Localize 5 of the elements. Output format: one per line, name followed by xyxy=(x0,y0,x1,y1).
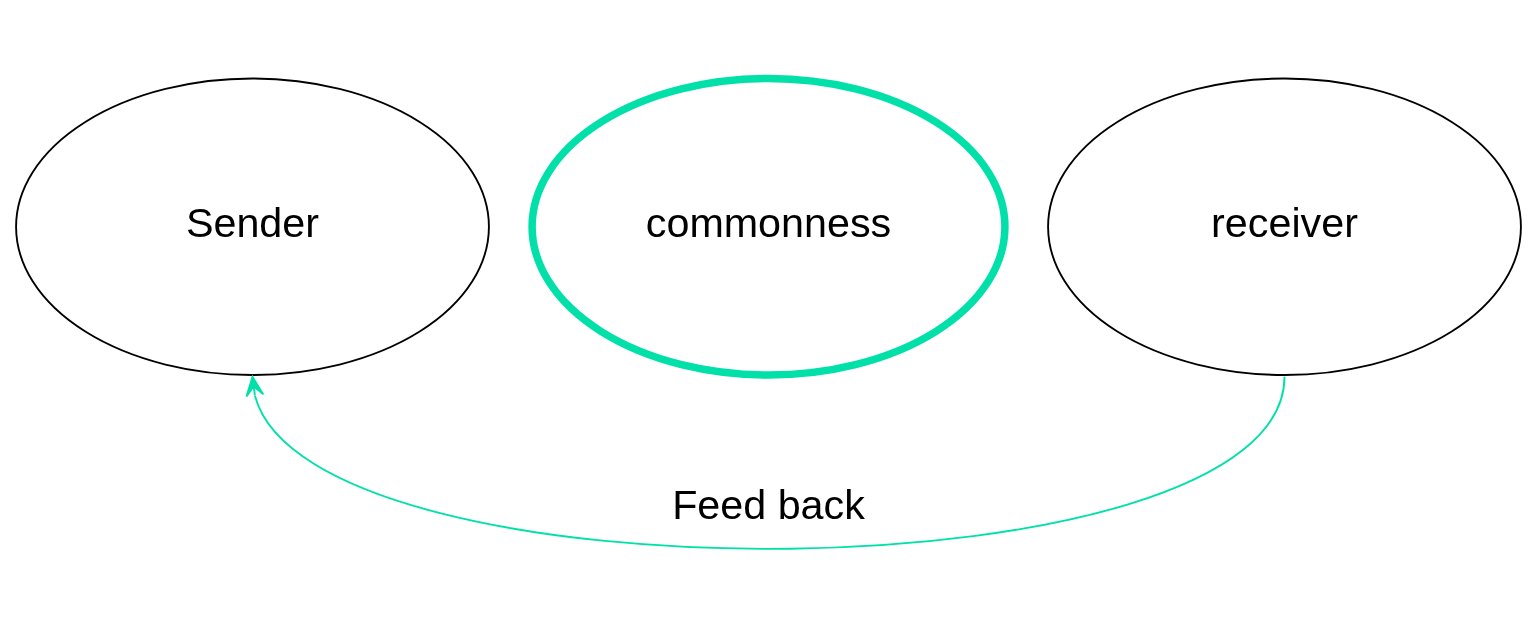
arrow xyxy=(245,375,1286,550)
node-ellipse: receiver xyxy=(1047,77,1522,376)
edge-label: Feed back xyxy=(672,481,865,528)
node-ellipse: commonness xyxy=(528,74,1009,379)
node-ellipse: Sender xyxy=(15,77,490,376)
